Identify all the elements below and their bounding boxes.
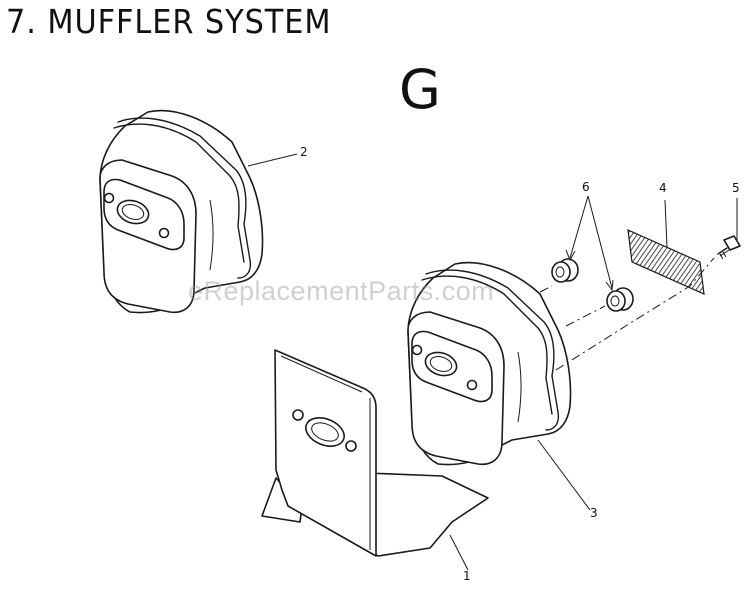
assembly-line-upper: [539, 285, 553, 293]
muffler-gasket-plate: [261, 349, 489, 557]
callout-2: 2: [300, 145, 308, 159]
assembly-line-middle: [565, 305, 606, 327]
page-title: 7. MUFFLER SYSTEM: [6, 2, 332, 41]
leader-arrow-6b: [605, 279, 614, 292]
assembly-line-lower: [555, 257, 715, 371]
callout-3: 3: [590, 506, 598, 520]
leader-line-2: [247, 153, 298, 167]
muffler-assembly-upper: [99, 109, 264, 314]
muffler-assembly-lower: [407, 261, 572, 466]
leader-line-3: [537, 439, 591, 511]
callout-6: 6: [582, 180, 590, 194]
screw: [717, 235, 741, 260]
leader-line-1: [449, 534, 469, 571]
spark-arrester-screen: [627, 229, 705, 295]
callout-5: 5: [732, 181, 740, 195]
section-letter: G: [399, 58, 441, 121]
leader-line-6a: [569, 195, 589, 259]
leader-line-4: [664, 199, 668, 249]
callout-1: 1: [463, 569, 471, 583]
leader-arrow-6a: [565, 249, 576, 262]
grommet-upper: [551, 258, 579, 283]
callout-4: 4: [659, 181, 667, 195]
grommet-lower: [606, 287, 634, 312]
leader-line-6b: [587, 195, 613, 289]
watermark: eReplacementParts.com: [188, 276, 495, 306]
